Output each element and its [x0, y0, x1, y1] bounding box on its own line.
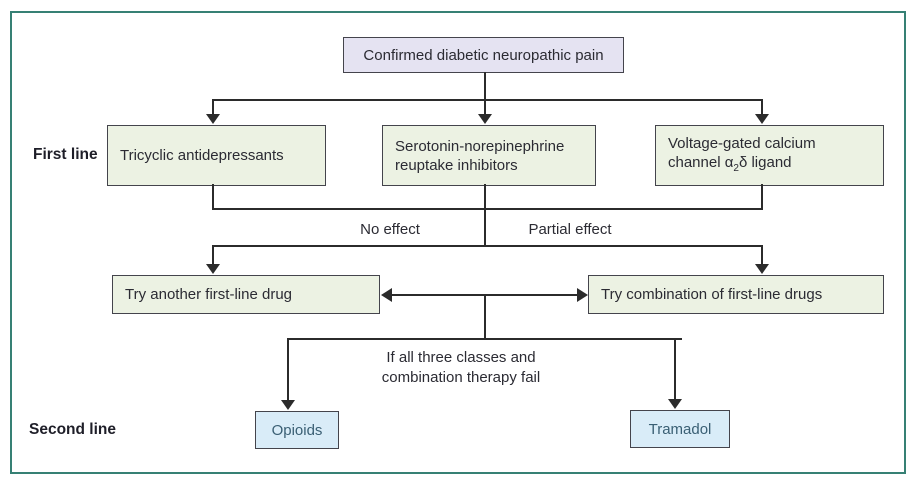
try-another-box: Try another first-line drug — [112, 275, 380, 314]
stub-snri-down — [484, 184, 486, 210]
fail-caption: If all three classes and combination the… — [361, 348, 561, 388]
snri-box-label: Serotonin-norepinephrine reuptake inhibi… — [395, 137, 565, 174]
try-another-box-label: Try another first-line drug — [125, 286, 293, 303]
try-combination-box-label: Try combination of first-line drugs — [601, 286, 823, 303]
partial-effect-label: Partial effect — [528, 221, 612, 238]
arrowhead-to-try-combo — [577, 288, 588, 302]
figure-border — [10, 11, 906, 474]
root-box-confirmed-pain: Confirmed diabetic neuropathic pain — [343, 37, 624, 73]
tca-box: Tricyclic antidepressants — [107, 125, 326, 186]
no-effect-label: No effect — [360, 221, 420, 238]
arrowhead-into-try-combo — [755, 264, 769, 274]
connector-drop-tramadol — [674, 338, 676, 399]
vgcc-box: Voltage-gated calcium channel α2δ ligand — [655, 125, 884, 186]
arrowhead-into-opioids — [281, 400, 295, 410]
fail-caption-line2: combination therapy fail — [381, 369, 541, 386]
connector-split-line — [212, 245, 763, 247]
first-line-row-label: First line — [33, 146, 98, 163]
stub-tca-down — [212, 184, 214, 210]
arrowhead-into-snri — [478, 114, 492, 124]
arrowhead-into-try-another — [206, 264, 220, 274]
try-combination-box: Try combination of first-line drugs — [588, 275, 884, 314]
connector-fail-branch — [287, 338, 682, 340]
connector-drop-left — [212, 100, 214, 116]
root-box-label: Confirmed diabetic neuropathic pain — [363, 46, 604, 64]
opioids-box-label: Opioids — [271, 421, 323, 439]
tca-box-label: Tricyclic antidepressants — [120, 147, 284, 164]
arrowhead-into-tramadol — [668, 399, 682, 409]
arrowhead-into-vgcc — [755, 114, 769, 124]
connector-drop-center — [484, 100, 486, 116]
connector-drop-opioids — [287, 338, 289, 400]
opioids-box: Opioids — [255, 411, 339, 449]
arrowhead-into-tca — [206, 114, 220, 124]
vgcc-box-label: Voltage-gated calcium channel α2δ ligand — [668, 134, 816, 174]
connector-root-stem — [484, 72, 486, 100]
arrowhead-to-try-another — [381, 288, 392, 302]
connector-decision-stem — [484, 208, 486, 247]
fail-caption-line1: If all three classes and — [386, 349, 536, 366]
snri-box: Serotonin-norepinephrine reuptake inhibi… — [382, 125, 596, 186]
connector-drop-try-another — [212, 246, 214, 266]
second-line-row-label: Second line — [29, 421, 116, 438]
connector-collect-line — [212, 208, 763, 210]
connector-drop-try-combo — [761, 246, 763, 266]
stub-vgcc-down — [761, 184, 763, 210]
connector-drop-right — [761, 100, 763, 116]
connector-fail-stem — [484, 294, 486, 340]
connector-top-branch — [212, 99, 763, 101]
tramadol-box: Tramadol — [630, 410, 730, 448]
tramadol-box-label: Tramadol — [648, 420, 712, 438]
